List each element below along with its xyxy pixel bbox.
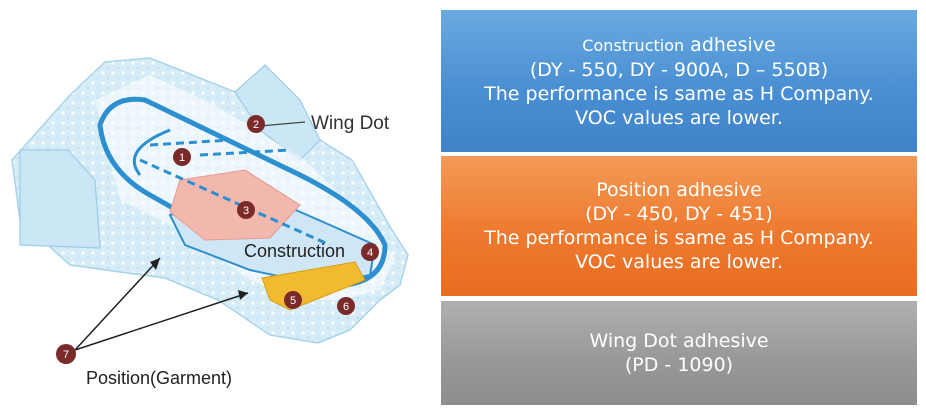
left-wing	[19, 149, 101, 249]
construction-channel	[97, 96, 388, 288]
arrowhead-2	[238, 290, 248, 300]
marker-7-label: 7	[63, 349, 69, 361]
position-leader-2	[74, 292, 249, 351]
position-voc: VOC values are lower.	[575, 251, 783, 273]
marker-7: 7	[56, 344, 76, 364]
construction-adhesive-box: Construction adhesive (DY - 550, DY - 90…	[441, 10, 917, 152]
construction-products: (DY - 550, DY - 900A, D – 550B)	[529, 58, 829, 81]
marker-1-label: 1	[179, 152, 185, 164]
marker-2-label: 2	[253, 119, 259, 131]
position-title: Position adhesive	[596, 179, 762, 201]
marker-1: 1	[173, 148, 191, 166]
marker-2: 2	[247, 115, 265, 133]
marker-5: 5	[284, 291, 302, 309]
wing-dot-title: Wing Dot adhesive	[589, 330, 769, 352]
marker-6: 6	[337, 297, 355, 315]
construction-title-prefix: Construction	[582, 35, 685, 55]
position-leader-1	[74, 257, 161, 351]
sanitary-pad-diagram: 1 2 3 4 5 6 7 Wing Dot Construction Posi…	[11, 57, 409, 388]
construction-title: Construction adhesive	[582, 33, 775, 58]
position-products: (DY - 450, DY - 451)	[585, 203, 773, 225]
construction-performance: The performance is same as H Company.	[484, 82, 874, 105]
wing-dot-leader	[259, 121, 306, 127]
position-performance: The performance is same as H Company.	[484, 227, 874, 249]
inner-curve	[132, 128, 171, 176]
marker-3: 3	[237, 201, 255, 219]
marker-5-label: 5	[290, 295, 296, 307]
wing-dot-line	[139, 138, 331, 247]
marker-6-label: 6	[343, 301, 349, 313]
marker-4: 4	[361, 243, 379, 261]
construction-title-suffix: adhesive	[684, 33, 776, 56]
position-garment-callout: Position(Garment)	[86, 368, 232, 388]
marker-3-label: 3	[243, 205, 249, 217]
arrowhead-1	[150, 258, 160, 270]
marker-4-label: 4	[367, 247, 373, 259]
construction-voc: VOC values are lower.	[575, 106, 783, 129]
wing-dot-callout: Wing Dot	[311, 113, 390, 134]
construction-callout: Construction	[244, 241, 345, 261]
position-adhesive-box: Position adhesive (DY - 450, DY - 451) T…	[441, 156, 917, 296]
wing-dot-products: (PD - 1090)	[624, 354, 734, 376]
wing-dot-adhesive-box: Wing Dot adhesive (PD - 1090)	[441, 301, 917, 405]
